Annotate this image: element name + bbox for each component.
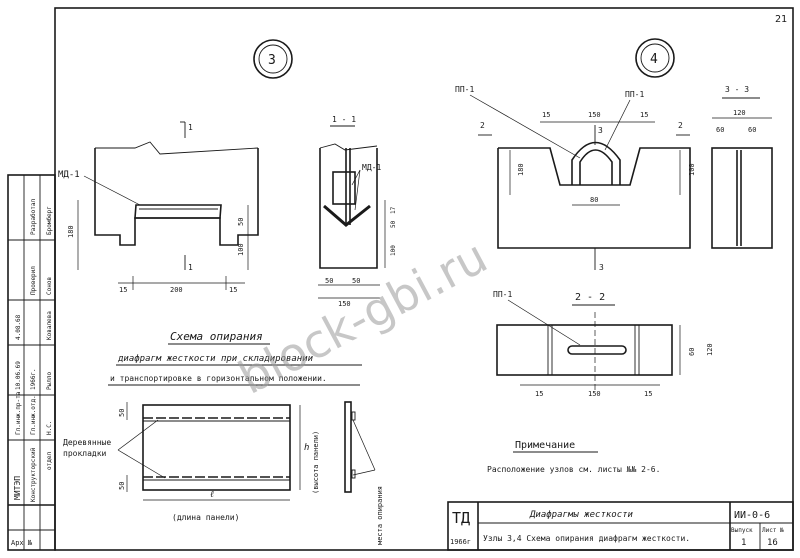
scheme-line-1: диафрагм жесткости при складировании: [117, 354, 314, 364]
node-3-dim-100: 100: [237, 243, 245, 256]
node-4-pp1: ПП-1: [455, 85, 474, 94]
section-2-2-pp1: ПП-1: [493, 290, 512, 299]
watermark: block-gbi.ru: [230, 229, 496, 405]
node-4-dim-15b: 15: [640, 111, 648, 119]
section-1-1-dim-50: 50: [390, 220, 397, 228]
scheme-pads-1: Деревянные: [63, 438, 111, 447]
node-4-mark3-top: 3: [598, 126, 603, 135]
node-4: 4 ПП-1 ПП-1 3 3 2 2 15 150 15 80 180 100…: [455, 38, 773, 272]
stamp-name-5: Разработал: [30, 198, 37, 235]
node-3: 3 1 1 МД-1 180 50 100 15 200 15 1 - 1: [58, 39, 397, 308]
node-4-dim-100: 100: [688, 163, 696, 176]
node-4-mark2-right: 2: [678, 121, 683, 130]
title-issue: 1: [741, 538, 746, 548]
stamp-name-6: Бромберг: [46, 206, 53, 235]
title-sheet: 16: [767, 538, 778, 548]
stamp-date-2: 1966г.: [30, 368, 37, 390]
section-1-1-dim-100: 100: [390, 245, 397, 256]
section-2-2: ПП-1 2 - 2 15 150 15 60 120: [493, 290, 714, 398]
section-3-3-dim-60a: 60: [716, 126, 724, 134]
node-4-elevation: [497, 147, 691, 249]
note-text: Расположение узлов см. листы №№ 2-6.: [487, 465, 660, 474]
node-3-md1: МД-1: [58, 170, 80, 180]
scheme-l: ℓ: [210, 490, 214, 500]
section-3-3-dim-120: 120: [733, 109, 746, 117]
scheme-dim-50b: 50: [118, 482, 126, 490]
scheme-height-label: (высота панели): [312, 431, 320, 494]
side-stamp: МИТЭП Конструкторский отдел Гл.инж.пр-та…: [7, 174, 56, 551]
node-3-mark-top: 1: [188, 123, 193, 132]
title-sheet-label: Лист №: [762, 527, 784, 534]
node-4-dim-150: 150: [588, 111, 601, 119]
node-3-mark-bottom: 1: [188, 263, 193, 272]
node-4-mark3-bottom: 3: [599, 263, 604, 272]
title-issue-label: Выпуск: [731, 527, 753, 534]
section-2-2-dim-15a: 15: [535, 390, 543, 398]
section-1-1-w50b: 50: [352, 277, 360, 285]
stamp-org-1: МИТЭП: [13, 476, 22, 500]
section-2-2-dim-120: 120: [706, 343, 714, 356]
section-1-1-w50a: 50: [325, 277, 333, 285]
stamp-date-3: 4.08.68: [15, 314, 22, 340]
stamp-arch: Арх №: [11, 539, 33, 547]
node-4-dim-80: 80: [590, 196, 598, 204]
node-4-label: 4: [650, 52, 658, 67]
stamp-name-4: Проверил: [30, 266, 37, 295]
scheme-support-label: места опирания: [376, 486, 384, 545]
section-2-2-label: 2 - 2: [575, 292, 605, 303]
scheme-side-view: [344, 401, 352, 493]
section-2-2-outline: [496, 324, 673, 376]
node-3-dim-180: 180: [67, 225, 75, 238]
scheme-title: Схема опирания: [170, 330, 263, 343]
section-3-3-outline: [711, 147, 773, 249]
node-4-dim-180: 180: [517, 163, 525, 176]
node-3-dim-200: 200: [170, 286, 183, 294]
title-series: ИИ-0-6: [734, 510, 770, 521]
section-1-1-md1: МД-1: [362, 163, 381, 172]
node-4-pp1b: ПП-1: [625, 90, 644, 99]
stamp-role-1: Гл.инж.пр-та: [15, 391, 22, 435]
stamp-role-3: Н.С.: [46, 421, 53, 435]
section-3-3-label: 3 - 3: [725, 85, 749, 94]
section-1-1-w150: 150: [338, 300, 351, 308]
scheme-dim-50a: 50: [118, 409, 126, 417]
stamp-org-3: отдел: [46, 452, 53, 470]
section-1-1-outline: [319, 148, 378, 269]
node-3-dim-50: 50: [237, 218, 245, 226]
note: Примечание Расположение узлов см. листы …: [487, 440, 660, 474]
stamp-org-2: Конструкторский: [30, 447, 37, 502]
section-1-1-dim-17: 17: [390, 206, 397, 214]
section-2-2-dim-150: 150: [588, 390, 601, 398]
section-2-2-dim-15b: 15: [644, 390, 652, 398]
node-3-dim-15a: 15: [119, 286, 127, 294]
title-2: Узлы 3,4 Схема опирания диафрагм жесткос…: [483, 534, 690, 543]
scheme-panel: [142, 404, 291, 491]
note-title: Примечание: [515, 440, 575, 451]
scheme-h: h: [304, 443, 309, 453]
title-1: Диафрагмы жесткости: [529, 510, 634, 520]
stamp-role-2: Гл.инж.отд.: [30, 395, 37, 435]
section-3-3-dim-60b: 60: [748, 126, 756, 134]
title-block: ТД 1966г Диафрагмы жесткости Узлы 3,4 Сх…: [447, 501, 794, 551]
node-3-dim-15b: 15: [229, 286, 237, 294]
support-scheme: Схема опирания диафрагм жесткости при ск…: [63, 330, 384, 545]
stamp-date-1: 10.06.69: [15, 361, 22, 390]
node-4-mark2-left: 2: [480, 121, 485, 130]
scheme-pads-2: прокладки: [63, 449, 107, 458]
stamp-name-3: Сонов: [46, 277, 53, 295]
title-year: 1966г: [450, 538, 471, 546]
scheme-length-label: (длина панели): [172, 513, 239, 522]
node-3-elevation: [94, 148, 259, 246]
section-2-2-dim-60: 60: [688, 348, 696, 356]
section-1-1-label: 1 - 1: [332, 115, 356, 124]
stamp-name-1: Рылло: [46, 372, 53, 390]
node-4-dim-15a: 15: [542, 111, 550, 119]
sheet-number: 21: [775, 14, 787, 25]
scheme-line-2: и транспортировке в горизонтальном полож…: [110, 374, 327, 383]
node-3-label: 3: [268, 53, 276, 68]
title-td: ТД: [452, 509, 470, 527]
stamp-name-2: Ковалева: [46, 311, 53, 340]
